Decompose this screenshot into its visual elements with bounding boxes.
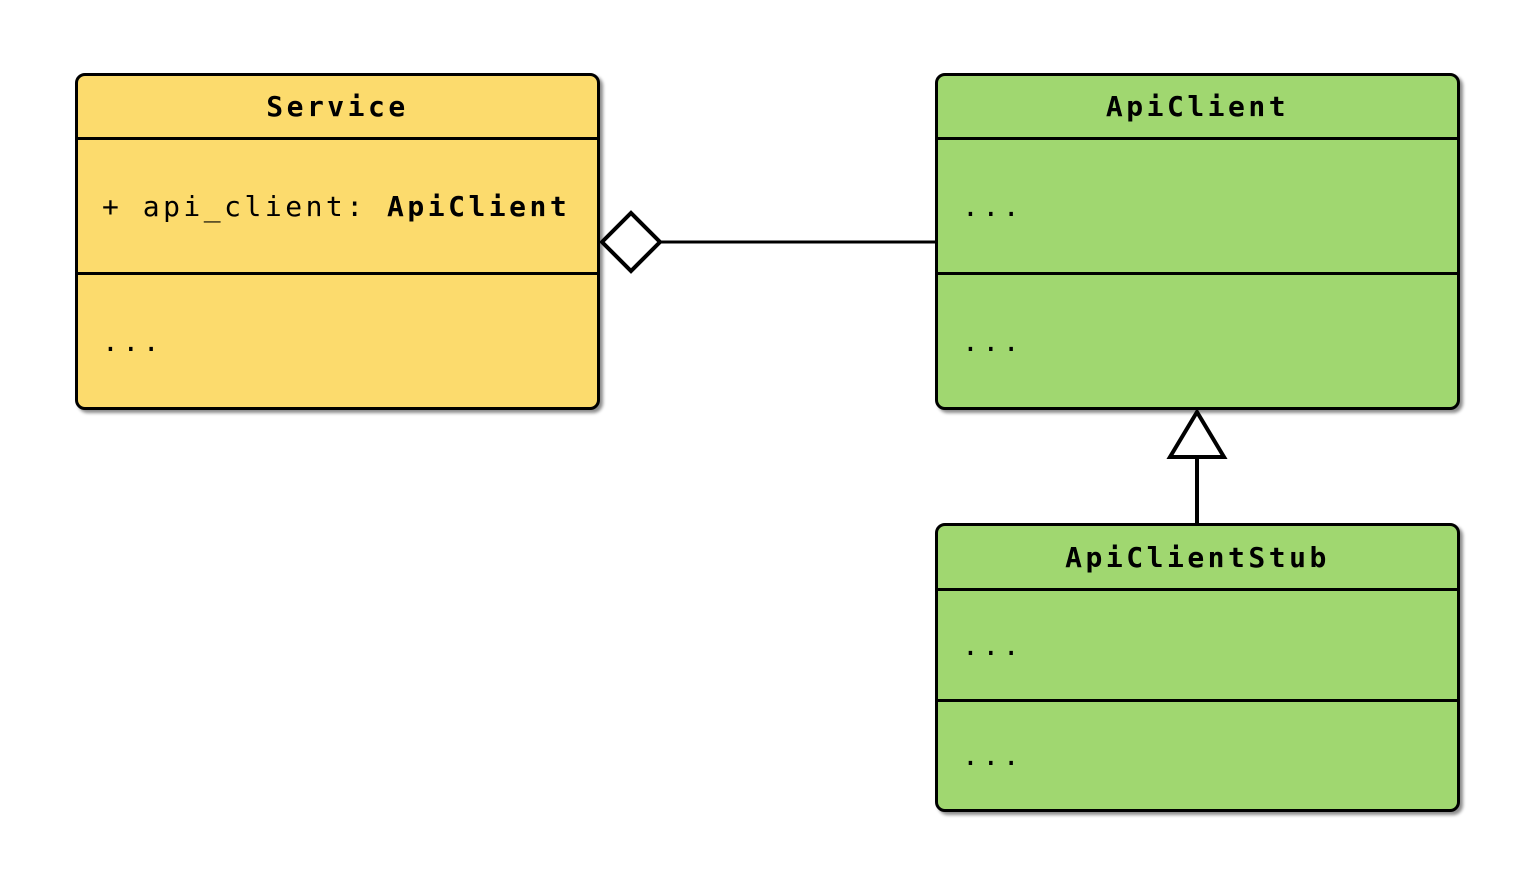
class-title-apiclient: ApiClient [1105,90,1290,123]
class-methods-apiclientstub: ... [938,699,1457,809]
class-title-apiclientstub: ApiClientStub [1065,540,1330,574]
attribute-name: + api_client: [102,189,388,223]
class-attributes-service: + api_client: ApiClient [78,137,597,272]
class-attributes-apiclientstub: ... [938,588,1457,699]
class-title-service: Service [266,90,409,123]
attribute-type: ApiClient [387,189,571,223]
inheritance-triangle-icon [1166,408,1228,459]
class-methods-service: ... [78,272,597,407]
class-attributes-apiclient: ... [938,137,1457,272]
class-box-service: Service + api_client: ApiClient ... [75,73,600,410]
aggregation-diamond-icon [599,210,663,274]
class-box-apiclientstub: ApiClientStub ... ... [935,523,1460,812]
class-box-apiclient: ApiClient ... ... [935,73,1460,410]
class-methods-apiclient: ... [938,272,1457,407]
